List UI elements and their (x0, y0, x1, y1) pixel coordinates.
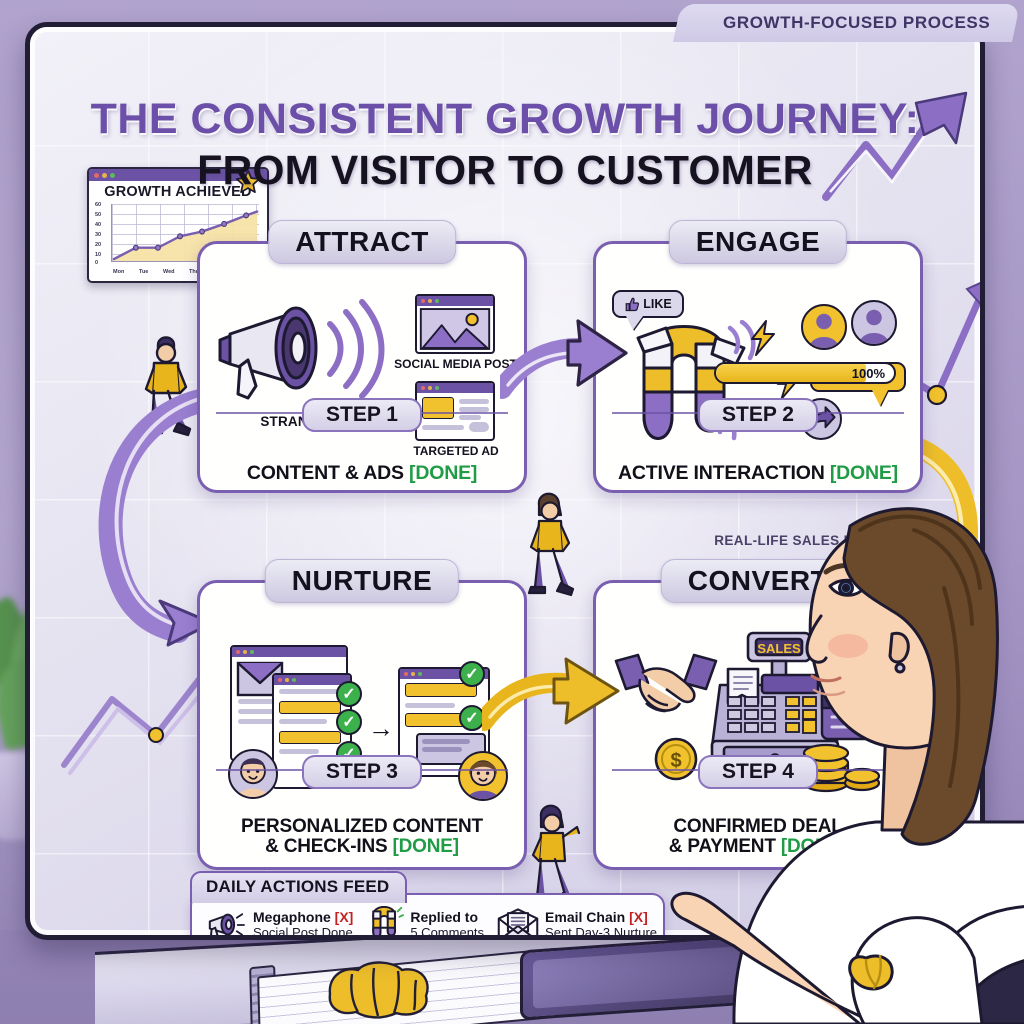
feed-item-title: Megaphone (253, 909, 335, 926)
feed-item-line2: Sent Day-3 Nurture (545, 924, 658, 940)
scrunchie (328, 961, 429, 1019)
avatar (458, 751, 508, 801)
caption-main: CONTENT & ADS (246, 462, 410, 485)
feed-item-line2: 5 Comments (410, 924, 485, 940)
feed-item-text: Email Chain [X] Sent Day-3 Nurture (545, 910, 658, 940)
card-attract-badge: ATTRACT (268, 220, 456, 264)
envelope-icon (497, 908, 539, 935)
check-icon: ✓ (459, 661, 485, 687)
lightning-icon (751, 320, 775, 356)
walking-person-1 (144, 336, 192, 437)
arrow-right-icon: → (368, 713, 394, 743)
feed-item-marker: [X] (334, 909, 354, 926)
window-titlebar (232, 647, 346, 657)
card-attract[interactable]: ATTRACT STRANGER (197, 220, 527, 493)
feed-item-line1: Email Chain [X] (545, 910, 657, 925)
card-convert-badge: CONVERT (660, 559, 856, 603)
status-badge: [DONE] (409, 462, 478, 485)
caption-line2: & CHECK-INS (265, 835, 393, 857)
window-titlebar (417, 296, 493, 306)
card-nurture[interactable]: NURTURE (197, 559, 527, 870)
register-display-text: SALES (757, 641, 801, 656)
chart-window-titlebar (89, 169, 267, 181)
process-tab: GROWTH-FOCUSED PROCESS (672, 4, 1021, 42)
page-title-line2: FROM VISITOR TO CUSTOMER (197, 147, 813, 193)
window-titlebar (274, 675, 350, 685)
card-engage-step: STEP 2 (698, 398, 818, 432)
attract-social-post-label: SOCIAL MEDIA POST (394, 357, 517, 371)
caption-line1: PERSONALIZED CONTENT (241, 815, 483, 837)
handshake-icon (614, 653, 718, 713)
window-titlebar (400, 669, 488, 679)
avatar (228, 749, 278, 799)
card-engage-body: LIKE (596, 262, 920, 441)
check-icon: ✓ (336, 709, 362, 735)
engagement-progress-bar: 100% (714, 362, 896, 384)
avatar (801, 304, 847, 350)
progress-label: 100% (851, 365, 885, 381)
card-convert-step: STEP 4 (698, 755, 818, 789)
feed-item-line1: Megaphone [X] (253, 910, 353, 925)
window-titlebar (417, 383, 493, 393)
feed-item-text: Replied to 5 Comments (410, 910, 485, 940)
card-attract-step: STEP 1 (302, 398, 422, 432)
attract-targeted-ad-label: TARGETED AD (413, 444, 499, 458)
check-icon: ✓ (336, 681, 362, 707)
chart-title: GROWTH ACHIEVED (104, 184, 252, 200)
feed-item-line1: Replied to (410, 910, 484, 925)
card-attract-caption: CONTENT & ADS [DONE] (206, 463, 518, 484)
card-engage-badge: ENGAGE (668, 220, 848, 264)
presenter-person (670, 507, 1024, 1024)
like-bubble: LIKE (612, 290, 684, 318)
caption-line2: & PAYMENT (668, 835, 781, 857)
magnet-icon (372, 906, 405, 935)
megaphone-icon (218, 299, 385, 400)
feed-item-title: Email Chain (545, 909, 630, 926)
card-attract-body: STRANGER SOCIAL MEDIA POST (200, 262, 524, 458)
feed-item[interactable]: Replied to 5 Comments (359, 906, 490, 940)
social-media-post-window (415, 294, 495, 354)
caption-line2-wrap: & CHECK-INS [DONE] (206, 835, 518, 857)
walking-person-3 (529, 804, 581, 907)
thumbs-up-icon (625, 297, 640, 311)
targeted-ad-window (415, 381, 495, 441)
check-icon: ✓ (459, 705, 485, 731)
feed-item-text: Megaphone [X] Social Post Done (253, 910, 353, 940)
status-badge: [DONE] (392, 835, 460, 857)
card-nurture-body: ✓ ✓ ✓ → (200, 601, 524, 801)
card-nurture-badge: NURTURE (264, 559, 460, 603)
caption-main: ACTIVE INTERACTION (618, 462, 830, 485)
daily-actions-feed-tab: DAILY ACTIONS FEED (190, 871, 408, 903)
caption-line1: CONFIRMED DEAL (673, 815, 843, 837)
megaphone-icon (208, 913, 245, 935)
feed-item[interactable]: Email Chain [X] Sent Day-3 Nurture (490, 907, 663, 940)
like-bubble-tail (626, 316, 643, 330)
process-tab-label: GROWTH-FOCUSED PROCESS (722, 13, 990, 32)
walking-person-2 (527, 492, 575, 597)
daily-actions-feed-label: DAILY ACTIONS FEED (206, 877, 390, 896)
card-nurture-step: STEP 3 (302, 755, 422, 789)
feed-item[interactable]: Megaphone [X] Social Post Done (198, 907, 359, 940)
page-title-line1: THE CONSISTENT GROWTH JOURNEY: (90, 95, 920, 143)
feed-item-title: Replied to (410, 909, 479, 926)
feed-item-line2: Social Post Done (253, 924, 353, 940)
svg-text:$: $ (670, 750, 681, 772)
comment-bubble-tail (872, 390, 888, 406)
star-icon (235, 169, 261, 194)
avatar (851, 300, 897, 346)
feed-item-marker: [X] (629, 909, 648, 926)
like-label: LIKE (643, 297, 672, 311)
progress-fill (716, 364, 866, 382)
card-nurture-caption: PERSONALIZED CONTENT & CHECK-INS [DONE] (206, 815, 518, 857)
